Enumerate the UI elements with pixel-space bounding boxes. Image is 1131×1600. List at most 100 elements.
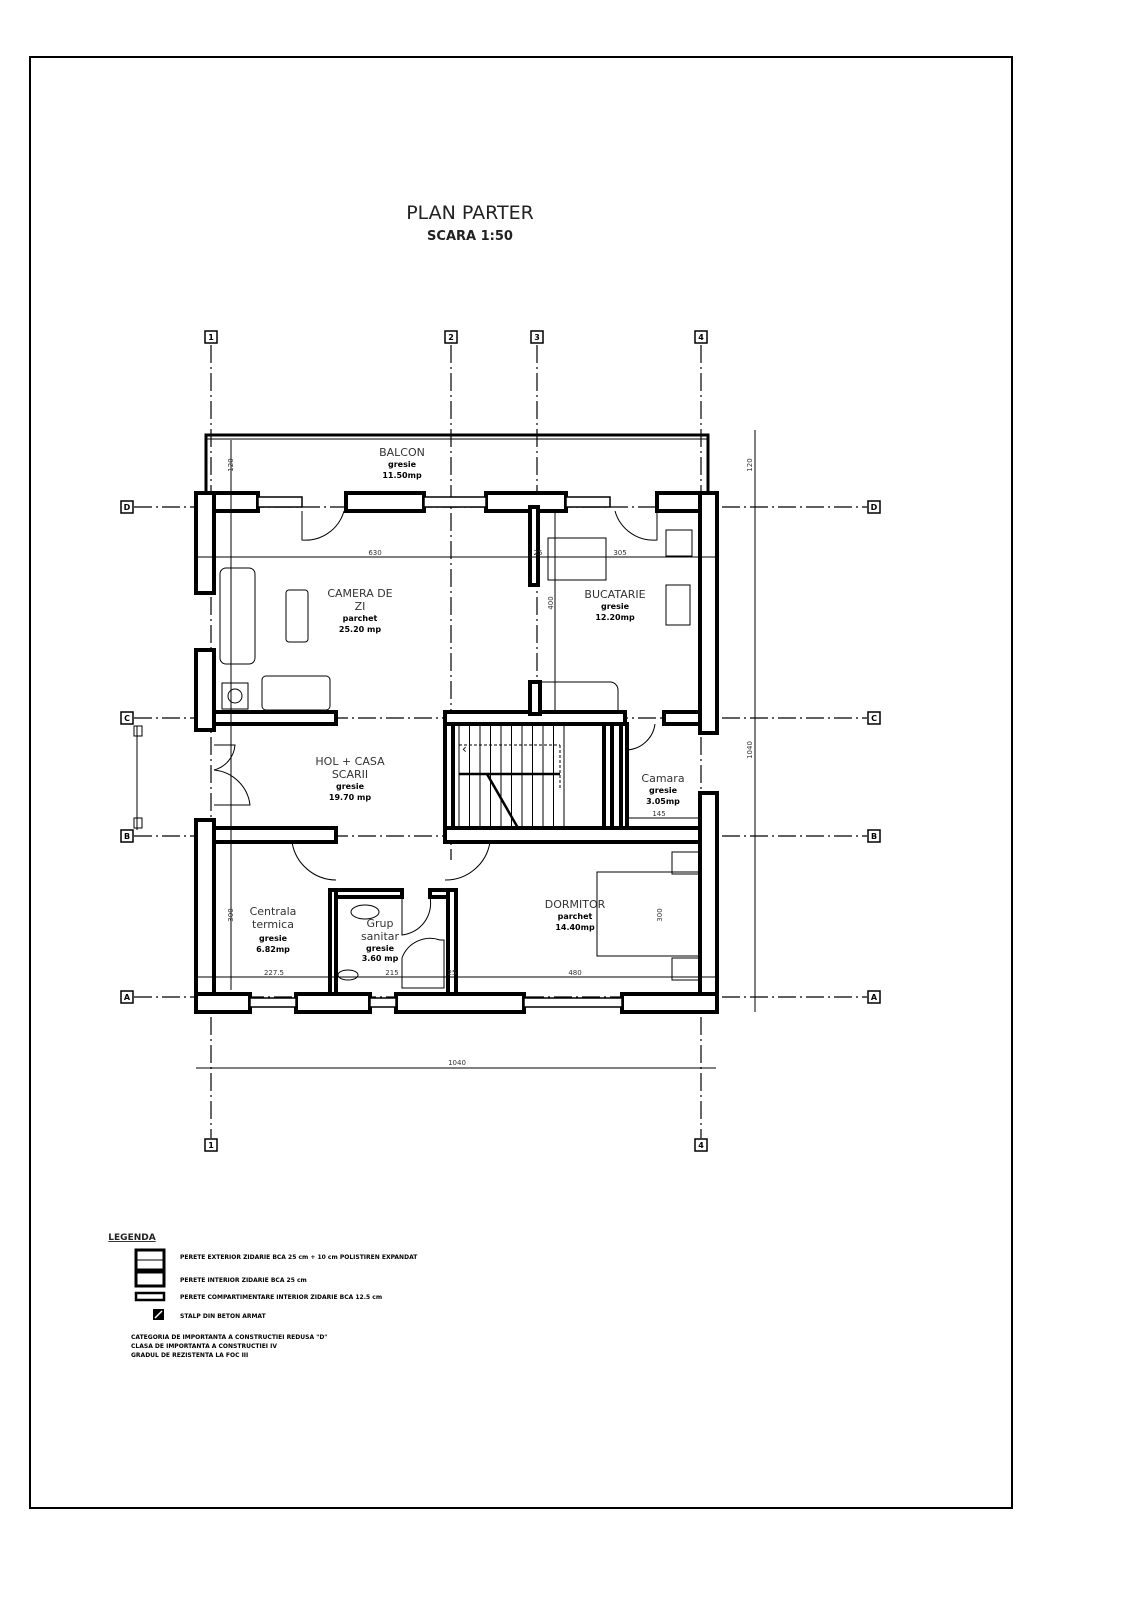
armchair	[261, 675, 331, 711]
room-grup-sanitar: Grup sanitar gresie 3.60 mp	[361, 917, 400, 963]
door-centrala	[291, 841, 337, 881]
washbasin-icon	[350, 904, 380, 920]
door-dormitor	[444, 841, 491, 881]
svg-text:gresie: gresie	[388, 460, 417, 469]
svg-text:termica: termica	[252, 918, 294, 931]
staircase: ‹	[458, 726, 565, 829]
svg-text:DORMITOR: DORMITOR	[545, 898, 606, 911]
svg-text:120: 120	[746, 458, 754, 471]
svg-text:1040: 1040	[448, 1059, 466, 1067]
room-centrala-termica: Centrala termica gresie 6.82mp	[250, 905, 297, 954]
svg-text:300: 300	[656, 908, 664, 921]
axis-bubble-1-top: 1	[204, 330, 218, 344]
dining-table	[547, 537, 607, 581]
legend-swatch-partition	[134, 1291, 166, 1302]
shower-tray	[401, 937, 445, 989]
svg-text:3.05mp: 3.05mp	[646, 797, 680, 806]
interior-walls	[212, 505, 702, 996]
axis-bubble-3-top: 3	[530, 330, 544, 344]
svg-text:gresie: gresie	[649, 786, 678, 795]
svg-text:4: 4	[698, 1141, 704, 1150]
room-hol-casa-scarii: HOL + CASA SCARII gresie 19.70 mp	[315, 755, 385, 802]
svg-text:1040: 1040	[746, 741, 754, 759]
door-entrance-2	[213, 769, 251, 806]
svg-text:gresie: gresie	[601, 602, 630, 611]
svg-text:Centrala: Centrala	[250, 905, 297, 918]
svg-text:11.50mp: 11.50mp	[382, 471, 422, 480]
legend-swatch-interior	[134, 1270, 166, 1288]
svg-text:2: 2	[448, 333, 454, 342]
svg-text:D: D	[124, 503, 131, 512]
svg-text:HOL + CASA: HOL + CASA	[315, 755, 385, 768]
plan-title: PLAN PARTER	[406, 202, 534, 224]
axis-bubble-B-right: B	[867, 829, 881, 843]
svg-text:BALCON: BALCON	[379, 446, 425, 459]
svg-text:3: 3	[534, 333, 540, 342]
svg-text:BUCATARIE: BUCATARIE	[584, 588, 645, 601]
axis-bubble-C-right: C	[867, 711, 881, 725]
nightstand	[671, 851, 700, 875]
svg-text:D: D	[871, 503, 878, 512]
legend-note: CLASA DE IMPORTANTA A CONSTRUCTIEI IV	[131, 1343, 277, 1350]
svg-text:sanitar: sanitar	[361, 930, 400, 943]
sofa	[219, 567, 256, 665]
sink-icon	[665, 584, 691, 626]
svg-text:25: 25	[534, 549, 543, 557]
stair-direction-arrow-icon: ‹	[462, 742, 467, 756]
svg-text:4: 4	[698, 333, 704, 342]
nightstand	[671, 957, 700, 981]
furniture	[219, 529, 700, 989]
svg-text:12.20mp: 12.20mp	[595, 613, 635, 622]
svg-text:3.60 mp: 3.60 mp	[362, 954, 399, 963]
toilet-icon	[337, 969, 359, 981]
coffee-table	[285, 589, 309, 643]
svg-text:CAMERA DE: CAMERA DE	[327, 587, 392, 600]
room-dormitor: DORMITOR parchet 14.40mp	[545, 898, 606, 932]
doors	[133, 510, 658, 936]
svg-text:Grup: Grup	[366, 917, 393, 930]
svg-text:A: A	[124, 993, 131, 1002]
svg-text:1: 1	[208, 1141, 214, 1150]
svg-text:SCARII: SCARII	[332, 768, 368, 781]
svg-text:gresie: gresie	[336, 782, 365, 791]
legend-item: PERETE COMPARTIMENTARE INTERIOR ZIDARIE …	[180, 1294, 382, 1301]
svg-text:C: C	[124, 714, 130, 723]
fireplace-icon	[221, 682, 249, 710]
dimension-lines	[196, 430, 756, 1069]
svg-text:Camara: Camara	[641, 772, 684, 785]
room-camara: Camara gresie 3.05mp	[641, 772, 684, 806]
legend-item: PERETE INTERIOR ZIDARIE BCA 25 cm	[180, 1277, 307, 1284]
svg-text:A: A	[871, 993, 878, 1002]
room-camera-de-zi: CAMERA DE ZI parchet 25.20 mp	[327, 587, 392, 634]
svg-text:14.40mp: 14.40mp	[555, 923, 595, 932]
svg-text:B: B	[124, 832, 130, 841]
door-living-balcony	[301, 510, 345, 541]
sheet-border	[29, 56, 1013, 1509]
legend-title: LEGENDA	[108, 1233, 155, 1243]
axis-bubble-4-bottom: 4	[694, 1138, 708, 1152]
axis-bubble-C-left: C	[120, 711, 134, 725]
axis-bubble-D-right: D	[867, 500, 881, 514]
svg-text:6.82mp: 6.82mp	[256, 945, 290, 954]
dimension-labels: 630 25 305 120 400 227.5 215 25 480 145 …	[227, 458, 754, 1067]
door-entrance	[213, 744, 236, 771]
axis-bubble-B-left: B	[120, 829, 134, 843]
axis-bubble-2-top: 2	[444, 330, 458, 344]
legend-item: PERETE EXTERIOR ZIDARIE BCA 25 cm + 10 c…	[180, 1254, 418, 1261]
axis-bubble-A-right: A	[867, 990, 881, 1004]
axis-bubble-4-top: 4	[694, 330, 708, 344]
kitchen-counter	[539, 681, 619, 713]
legend-note: CATEGORIA DE IMPORTANTA A CONSTRUCTIEI R…	[131, 1334, 327, 1341]
svg-text:parchet: parchet	[558, 912, 593, 921]
axis-bubble-1-bottom: 1	[204, 1138, 218, 1152]
svg-text:300: 300	[227, 908, 235, 921]
svg-text:25.20 mp: 25.20 mp	[339, 625, 381, 634]
legend: LEGENDA PERETE EXTERIOR ZIDARIE BCA 25 c…	[108, 1233, 418, 1359]
svg-text:gresie: gresie	[259, 934, 288, 943]
room-bucatarie: BUCATARIE gresie 12.20mp	[584, 588, 645, 622]
svg-text:B: B	[871, 832, 877, 841]
legend-note: GRADUL DE REZISTENTA LA FOC III	[131, 1352, 248, 1359]
plan-scale: SCARA 1:50	[427, 229, 513, 244]
door-grup-sanitar	[401, 896, 432, 936]
bed	[596, 871, 700, 957]
